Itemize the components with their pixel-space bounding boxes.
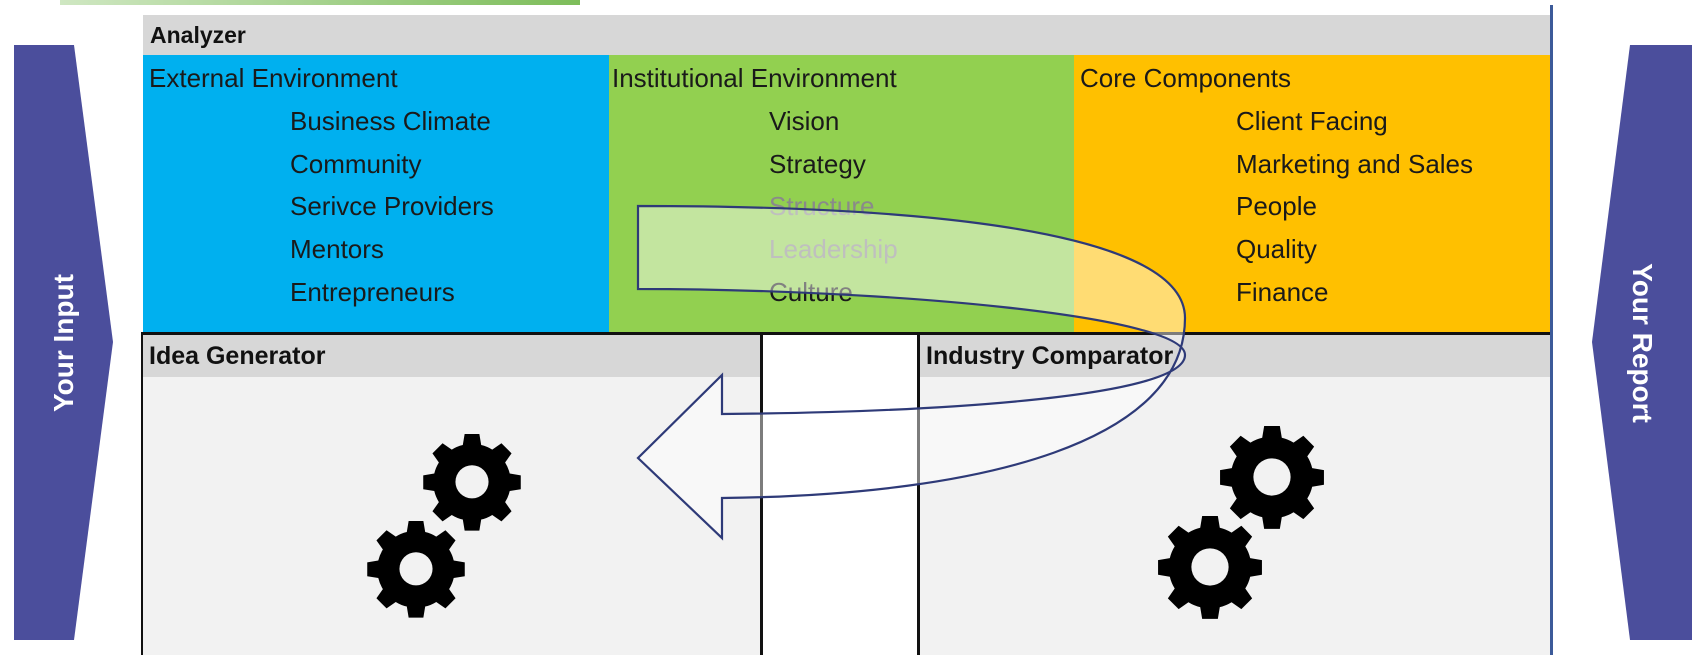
frame-left-border <box>141 332 144 655</box>
list-item: Community <box>290 149 422 179</box>
list-item: Leadership <box>769 234 898 264</box>
list-item: Serivce Providers <box>290 191 494 221</box>
your-report-label: Your Report <box>1627 262 1658 423</box>
external-environment-panel: External Environment Business Climate Co… <box>143 55 609 332</box>
list-item: People <box>1236 191 1317 221</box>
your-input-tab: Your Input <box>14 45 113 640</box>
core-components-panel: Core Components Client Facing Marketing … <box>1074 55 1550 332</box>
top-accent-stripe <box>60 0 580 5</box>
panel-divider <box>917 335 920 655</box>
idea-generator-title: Idea Generator <box>143 335 760 377</box>
tab-arrow-shape <box>1592 45 1692 640</box>
column-title: Core Components <box>1080 63 1291 93</box>
industry-comparator-title: Industry Comparator <box>920 335 1550 377</box>
gears-icon <box>367 434 521 618</box>
list-item: Strategy <box>769 149 866 179</box>
institutional-environment-panel: Institutional Environment Vision Strateg… <box>609 55 1074 332</box>
list-item: Vision <box>769 106 840 136</box>
your-report-tab: Your Report <box>1592 45 1692 640</box>
list-item: Business Climate <box>290 106 491 136</box>
list-item: Client Facing <box>1236 106 1388 136</box>
list-item: Culture <box>769 277 853 307</box>
analyzer-title: Analyzer <box>143 15 1550 55</box>
column-title: External Environment <box>149 63 398 93</box>
tab-arrow-shape <box>14 45 113 640</box>
list-item: Marketing and Sales <box>1236 149 1474 179</box>
middle-spacer-panel <box>763 335 917 655</box>
list-item: Mentors <box>290 234 384 264</box>
list-item: Finance <box>1236 277 1329 307</box>
column-title: Institutional Environment <box>612 63 897 93</box>
list-item: Quality <box>1236 234 1317 264</box>
gears-icon <box>1158 426 1324 619</box>
list-item: Entrepreneurs <box>290 277 455 307</box>
your-input-label: Your Input <box>47 273 79 412</box>
list-item: Structure <box>769 191 875 221</box>
panel-divider <box>760 335 763 655</box>
frame-right-border <box>1550 5 1553 655</box>
